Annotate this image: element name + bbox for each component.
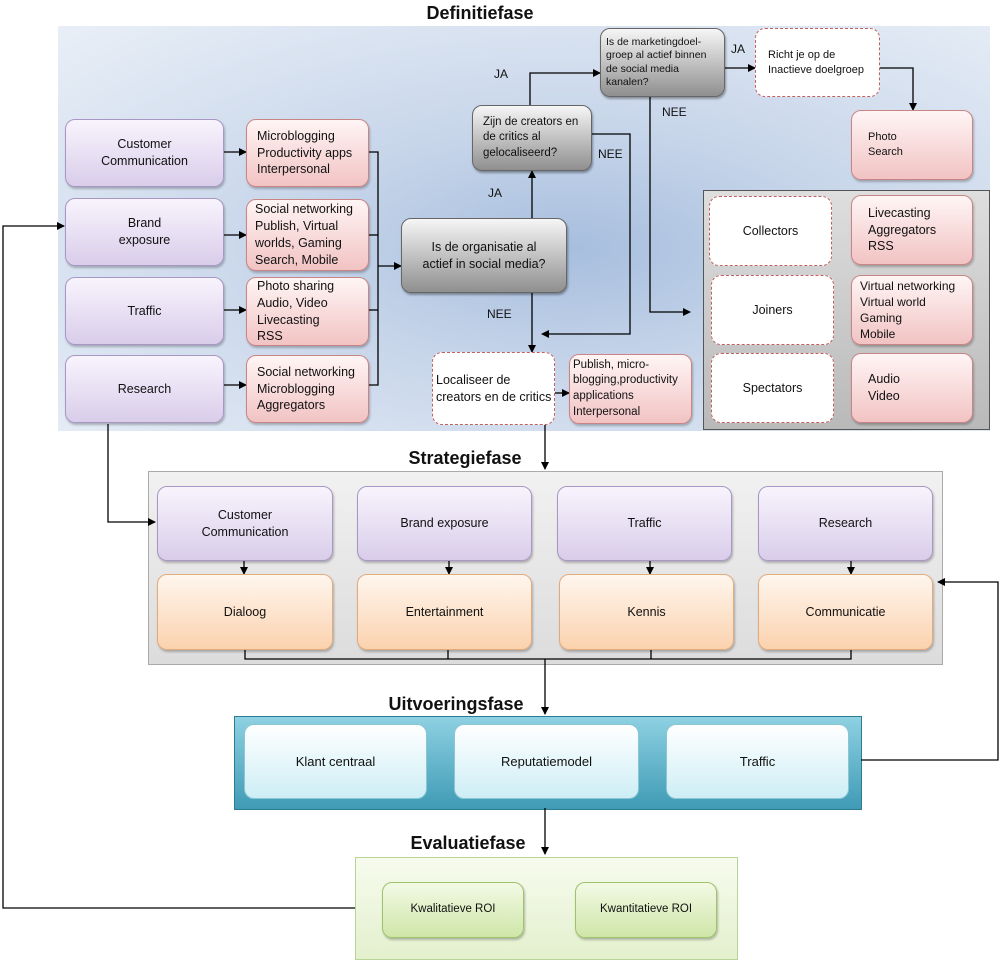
strategy-outcome-dialoog: Dialoog bbox=[157, 574, 333, 650]
localise-creators-critics: Localiseer de creators en de critics bbox=[432, 352, 555, 425]
inactive-target-group: Richt je op de Inactieve doelgroep bbox=[755, 28, 880, 97]
evaluation-kwantitatieve-roi: Kwantitatieve ROI bbox=[575, 882, 717, 938]
tools-spectators: Audio Video bbox=[851, 353, 973, 423]
question-creators-localised: Zijn de creators en de critics al geloca… bbox=[472, 105, 592, 171]
label-nee-marketing: NEE bbox=[662, 105, 687, 119]
tools-photo-search: Photo Search bbox=[851, 110, 973, 180]
label-ja-marketing: JA bbox=[494, 67, 509, 81]
audience-joiners: Joiners bbox=[711, 275, 834, 345]
audience-collectors: Collectors bbox=[709, 196, 832, 266]
question-marketing-target-active: Is de marketingdoel- groep al actief bin… bbox=[600, 28, 725, 97]
strategy-outcome-entertainment: Entertainment bbox=[357, 574, 532, 650]
phase-title-definitie: Definitiefase bbox=[426, 3, 534, 23]
strategy-outcome-kennis: Kennis bbox=[559, 574, 734, 650]
evaluation-kwalitatieve-roi: Kwalitatieve ROI bbox=[382, 882, 524, 938]
strategy-goal-traffic: Traffic bbox=[557, 486, 732, 561]
tools-collectors: Livecasting Aggregators RSS bbox=[851, 195, 973, 265]
tools-traffic: Photo sharing Audio, Video Livecasting R… bbox=[246, 277, 369, 346]
strategy-goal-brand-exposure: Brand exposure bbox=[357, 486, 532, 561]
execution-klant-centraal: Klant centraal bbox=[244, 724, 427, 799]
phase-title-uitvoering: Uitvoeringsfase bbox=[388, 694, 524, 714]
goal-research: Research bbox=[65, 355, 224, 423]
question-active-in-social-media: Is de organisatie al actief in social me… bbox=[401, 218, 567, 293]
label-ja-inactive: JA bbox=[731, 42, 746, 56]
tools-publish: Publish, micro- blogging,productivity ap… bbox=[569, 354, 692, 424]
strategy-goal-research: Research bbox=[758, 486, 933, 561]
goal-brand-exposure: Brand exposure bbox=[65, 198, 224, 266]
strategy-goal-customer-communication: Customer Communication bbox=[157, 486, 333, 561]
execution-traffic: Traffic bbox=[666, 724, 849, 799]
label-ja-creators: JA bbox=[488, 186, 503, 200]
goal-customer-communication: Customer Communication bbox=[65, 119, 224, 187]
label-nee-active: NEE bbox=[487, 307, 512, 321]
label-nee-creators: NEE bbox=[598, 147, 623, 161]
tools-research: Social networking Microblogging Aggregat… bbox=[246, 355, 369, 423]
goal-traffic: Traffic bbox=[65, 277, 224, 345]
phase-title-evaluatie: Evaluatiefase bbox=[410, 833, 526, 853]
audience-spectators: Spectators bbox=[711, 353, 834, 423]
execution-reputatiemodel: Reputatiemodel bbox=[454, 724, 639, 799]
strategy-outcome-communicatie: Communicatie bbox=[758, 574, 933, 650]
tools-joiners: Virtual networking Virtual world Gaming … bbox=[851, 275, 973, 345]
phase-title-strategie: Strategiefase bbox=[408, 448, 522, 468]
tools-customer-communication: Microblogging Productivity apps Interper… bbox=[246, 119, 369, 187]
tools-brand-exposure: Social networking Publish, Virtual world… bbox=[246, 199, 369, 271]
